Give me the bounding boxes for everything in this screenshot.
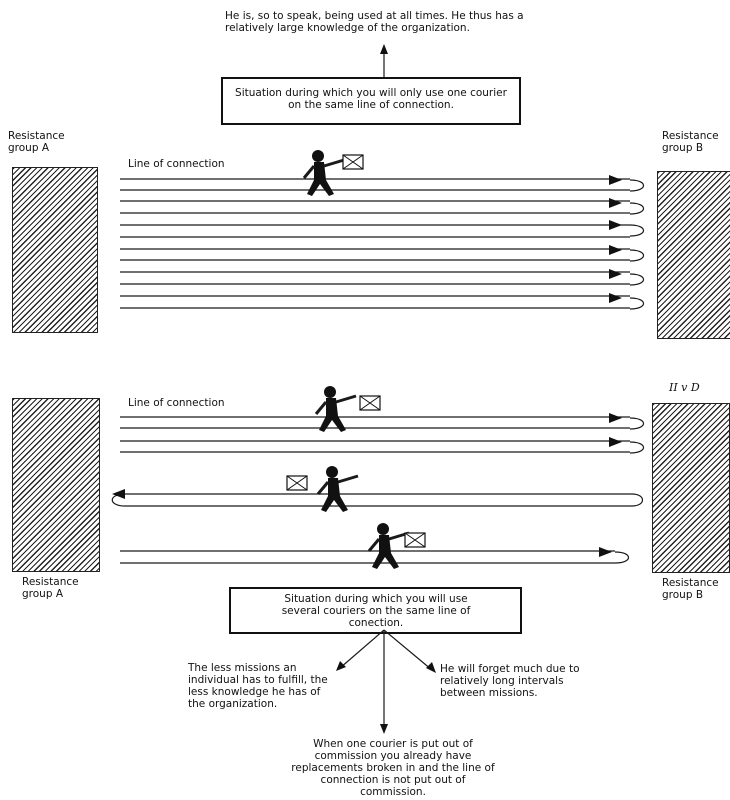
lower-line-of-connection-label: Line of connection <box>128 397 225 409</box>
lower-return-loop <box>629 441 645 454</box>
outcome-forget-much: He will forget much due to relatively lo… <box>440 663 580 699</box>
lower-arrow-head <box>609 437 622 447</box>
upper-courier-arm <box>302 165 316 179</box>
several-couriers-situation-box: Situation during which you will use seve… <box>229 587 522 634</box>
outcome-replacements: When one courier is put out of commissio… <box>291 738 495 798</box>
lower-courier-2-head <box>326 466 338 478</box>
upper-envelope-flap <box>342 154 364 170</box>
branch-right-line <box>383 629 433 671</box>
lower-courier-3-arm <box>367 538 381 552</box>
upper-line-of-connection-label: Line of connection <box>128 158 225 170</box>
upper-return-loop <box>629 224 645 237</box>
lower-courier-2-body <box>321 478 348 512</box>
branch-right-head <box>426 662 436 673</box>
upper-return-loop <box>629 202 645 215</box>
upper-courier-arm <box>323 158 345 168</box>
lower-courier-2-arm <box>316 481 330 495</box>
branch-left-line <box>339 629 385 669</box>
lower-arrow-head <box>609 413 622 423</box>
branch-down-head <box>380 724 388 734</box>
upper-arrow-head <box>609 269 622 279</box>
lower-envelope-3-flap <box>404 532 426 548</box>
lower-return-loop <box>629 417 645 430</box>
lower-return-loop <box>631 493 644 507</box>
lower-courier-1-arm <box>335 394 357 404</box>
upper-group-b-label: Resistance group B <box>662 130 719 154</box>
upper-return-loop <box>629 179 645 192</box>
lower-courier-3-head <box>377 523 389 535</box>
upper-arrow-head <box>609 175 622 185</box>
lower-courier-1-head <box>324 386 336 398</box>
single-courier-situation-box: Situation during which you will only use… <box>221 77 521 125</box>
upper-return-loop <box>629 249 645 262</box>
lower-courier-3-body <box>372 535 399 569</box>
single-courier-situation-text: Situation during which you will only use… <box>235 87 507 111</box>
handwritten-note: II v D <box>669 381 700 394</box>
upper-courier-head <box>312 150 324 162</box>
lower-group-b-label: Resistance group B <box>662 577 719 601</box>
upper-group-a-block <box>12 167 98 333</box>
lower-courier-1-body <box>319 398 346 432</box>
upper-return-loop <box>629 297 645 310</box>
upper-arrow-head <box>609 220 622 230</box>
lower-courier-2-arm <box>337 474 359 484</box>
outcome-less-knowledge: The less missions an individual has to f… <box>188 662 328 710</box>
upper-return-loop <box>629 273 645 286</box>
lower-arrow-head <box>599 547 612 557</box>
upper-courier-body <box>307 162 334 196</box>
top-note: He is, so to speak, being used at all ti… <box>225 10 524 34</box>
upper-arrow-head <box>609 198 622 208</box>
upper-arrow-head <box>609 245 622 255</box>
branch-left-head <box>336 661 346 671</box>
lower-arrow-head-left <box>112 489 125 499</box>
upper-group-b-block <box>657 171 730 339</box>
lower-envelope-2-flap <box>286 475 308 491</box>
lower-group-a-label: Resistance group A <box>22 576 79 600</box>
upper-arrow-head <box>609 293 622 303</box>
upper-group-a-label: Resistance group A <box>8 130 65 154</box>
several-couriers-situation-text: Situation during which you will use seve… <box>281 593 471 629</box>
lower-courier-1-arm <box>314 401 328 415</box>
top-pointer-head <box>380 44 388 54</box>
lower-return-loop <box>614 551 630 564</box>
lower-envelope-1-flap <box>359 395 381 411</box>
lower-group-a-block <box>12 398 100 572</box>
